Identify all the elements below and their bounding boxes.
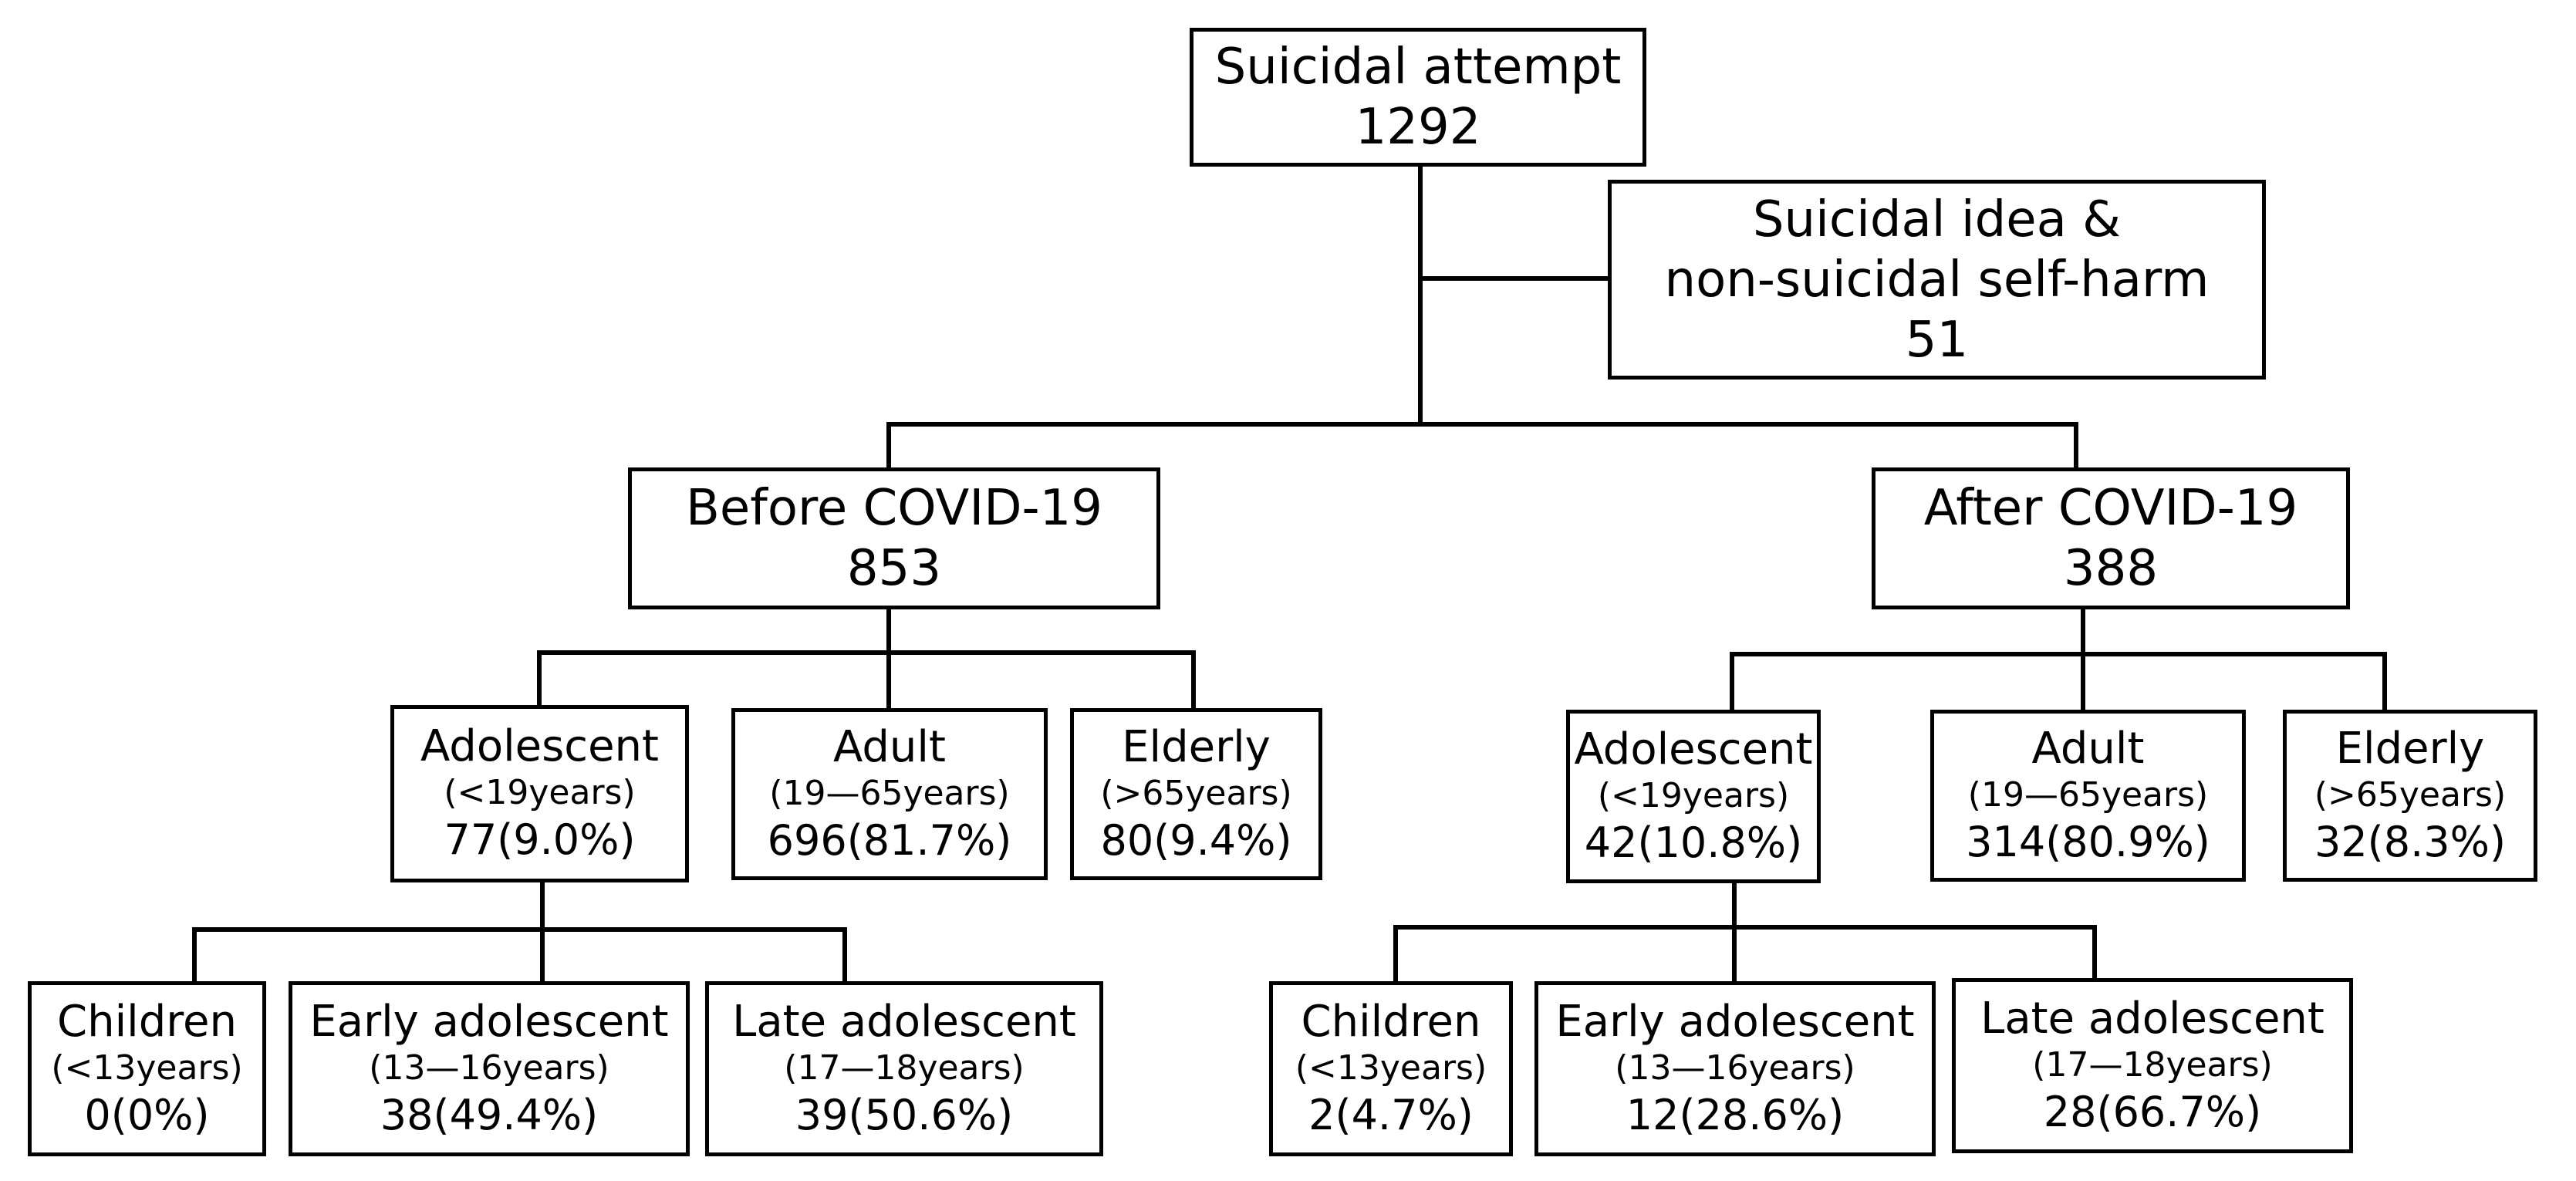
connector-line [1730, 652, 1734, 713]
connector-line [192, 927, 197, 984]
after-late-range: (17—18years) [2032, 1044, 2273, 1085]
after-early-value: 12(28.6%) [1626, 1090, 1845, 1139]
before-adult-box: Adult (19—65years) 696(81.7%) [731, 708, 1048, 880]
before-elderly-label: Elderly [1122, 721, 1271, 772]
before-late-range: (17—18years) [784, 1048, 1025, 1088]
after-late-label: Late adolescent [1980, 993, 2324, 1044]
after-elderly-box: Elderly (>65years) 32(8.3%) [2283, 710, 2537, 882]
before-adolescent-label: Adolescent [420, 721, 659, 771]
connector-line [2092, 925, 2097, 984]
before-children-label: Children [57, 996, 237, 1047]
before-adolescent-value: 77(9.0%) [444, 815, 636, 864]
after-children-value: 2(4.7%) [1308, 1090, 1474, 1139]
after-late-value: 28(66.7%) [2043, 1087, 2262, 1136]
connector-line [886, 422, 2078, 427]
connector-line [2074, 422, 2078, 471]
after-elderly-value: 32(8.3%) [2314, 817, 2507, 866]
before-early-range: (13—16years) [369, 1048, 609, 1088]
before-elderly-value: 80(9.4%) [1100, 815, 1292, 865]
before-adult-label: Adult [833, 721, 946, 772]
before-children-box: Children (<13years) 0(0%) [28, 981, 266, 1156]
before-title: Before COVID-19 [686, 480, 1102, 537]
before-late-adolescent-box: Late adolescent (17—18years) 39(50.6%) [705, 981, 1103, 1156]
connector-line [537, 650, 1196, 655]
after-title: After COVID-19 [1923, 480, 2298, 537]
after-elderly-label: Elderly [2335, 723, 2485, 774]
after-adult-value: 314(80.9%) [1966, 817, 2210, 866]
before-value: 853 [846, 540, 942, 597]
before-early-value: 38(49.4%) [380, 1090, 599, 1139]
after-elderly-range: (>65years) [2314, 774, 2507, 815]
connector-line [1393, 925, 2097, 930]
connector-line [1730, 652, 2387, 656]
before-elderly-box: Elderly (>65years) 80(9.4%) [1070, 708, 1322, 880]
connector-line [1191, 650, 1196, 709]
before-adolescent-box: Adolescent (<19years) 77(9.0%) [390, 705, 689, 882]
after-children-label: Children [1301, 996, 1481, 1047]
excluded-line1: Suicidal idea & [1752, 191, 2122, 248]
after-early-label: Early adolescent [1555, 996, 1915, 1047]
connector-line [1732, 882, 1737, 984]
after-early-range: (13—16years) [1615, 1048, 1855, 1088]
excluded-line2: non-suicidal self-harm [1664, 251, 2210, 309]
root-value: 1292 [1355, 99, 1481, 156]
before-children-range: (<13years) [51, 1048, 243, 1088]
connector-line [842, 927, 847, 984]
before-early-label: Early adolescent [309, 996, 669, 1047]
connector-line [886, 422, 891, 471]
before-adult-range: (19—65years) [769, 773, 1010, 813]
excluded-value: 51 [1905, 311, 1969, 369]
connector-line [1393, 925, 1398, 984]
after-adolescent-value: 42(10.8%) [1584, 818, 1803, 867]
before-late-value: 39(50.6%) [795, 1090, 1014, 1139]
after-adolescent-range: (<19years) [1597, 775, 1790, 815]
before-children-value: 0(0%) [84, 1090, 210, 1139]
root-box: Suicidal attempt 1292 [1190, 28, 1646, 167]
connector-line [192, 927, 847, 932]
after-late-adolescent-box: Late adolescent (17—18years) 28(66.7%) [1952, 978, 2353, 1153]
connector-line [1418, 165, 1423, 424]
connector-line [1418, 276, 1612, 281]
before-elderly-range: (>65years) [1100, 773, 1292, 813]
after-covid-box: After COVID-19 388 [1872, 467, 2350, 609]
after-early-adolescent-box: Early adolescent (13—16years) 12(28.6%) [1534, 981, 1936, 1156]
after-adolescent-label: Adolescent [1574, 724, 1813, 774]
after-adult-box: Adult (19—65years) 314(80.9%) [1930, 710, 2246, 882]
connector-line [537, 650, 542, 709]
after-adolescent-box: Adolescent (<19years) 42(10.8%) [1566, 710, 1821, 883]
before-covid-box: Before COVID-19 853 [628, 467, 1160, 609]
before-late-label: Late adolescent [732, 996, 1076, 1047]
before-adolescent-range: (<19years) [444, 773, 636, 812]
connector-line [2081, 608, 2085, 713]
after-children-box: Children (<13years) 2(4.7%) [1269, 981, 1513, 1156]
before-early-adolescent-box: Early adolescent (13—16years) 38(49.4%) [289, 981, 690, 1156]
connector-line [886, 608, 891, 708]
before-adult-value: 696(81.7%) [767, 815, 1012, 865]
connector-line [2382, 652, 2387, 713]
after-value: 388 [2063, 540, 2159, 597]
excluded-box: Suicidal idea & non-suicidal self-harm 5… [1608, 180, 2266, 380]
after-adult-range: (19—65years) [1967, 774, 2209, 815]
after-children-range: (<13years) [1295, 1048, 1487, 1088]
root-title: Suicidal attempt [1214, 39, 1622, 96]
after-adult-label: Adult [2031, 723, 2145, 774]
